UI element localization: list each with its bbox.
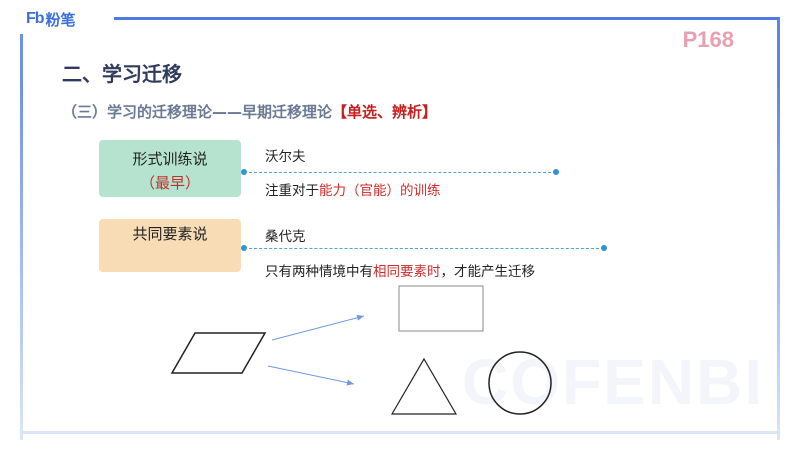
parallelogram-shape (170, 332, 267, 374)
subtitle-text: （三）学习的迁移理论——早期迁移理论 (62, 103, 333, 121)
theory-description: 注重对于能力（官能）的训练 (265, 179, 441, 199)
connector-line (244, 172, 556, 173)
brand-logo: Fb 粉笔 (26, 10, 76, 29)
theory-note: （最早） (139, 174, 200, 192)
theory-box-formal-discipline: 形式训练说 （最早） (99, 140, 241, 197)
desc-highlight: 相同要素时 (373, 264, 441, 280)
desc-highlight: 能力（官能）的训练 (319, 183, 441, 199)
page-number: P168 (682, 27, 734, 52)
watermark: COFENBI (462, 346, 764, 418)
theory-name: 共同要素说 (132, 225, 208, 243)
theory-box-identical-elements: 共同要素说 (99, 219, 241, 272)
theory-name: 形式训练说 (132, 150, 208, 168)
slide-frame (20, 17, 780, 440)
desc-prefix: 注重对于 (265, 183, 319, 199)
section-subtitle: （三）学习的迁移理论——早期迁移理论【单选、辨析】 (62, 101, 437, 122)
brand-mark-icon: Fb (26, 10, 45, 27)
frame-edge (777, 80, 780, 440)
arrow-to-triangle (267, 365, 355, 386)
frame-edge (20, 80, 23, 440)
arrow-to-rectangle (271, 314, 365, 341)
connector-dot (553, 169, 559, 175)
desc-prefix: 只有两种情境中有 (265, 264, 373, 280)
desc-suffix: ，才能产生迁移 (440, 264, 536, 280)
logo-background (14, 12, 114, 34)
brand-name: 粉笔 (45, 10, 76, 29)
question-type-tag: 【单选、辨析】 (332, 103, 438, 121)
connector-dot (601, 245, 607, 251)
section-title: 二、学习迁移 (62, 62, 182, 86)
theory-person: 桑代克 (265, 229, 306, 245)
circle-shape (488, 351, 552, 415)
theory-description: 只有两种情境中有相同要素时，才能产生迁移 (265, 260, 535, 280)
triangle-shape (390, 357, 458, 415)
rectangle-shape (398, 285, 484, 332)
connector-line (244, 248, 604, 249)
theory-person: 沃尔夫 (265, 149, 306, 165)
